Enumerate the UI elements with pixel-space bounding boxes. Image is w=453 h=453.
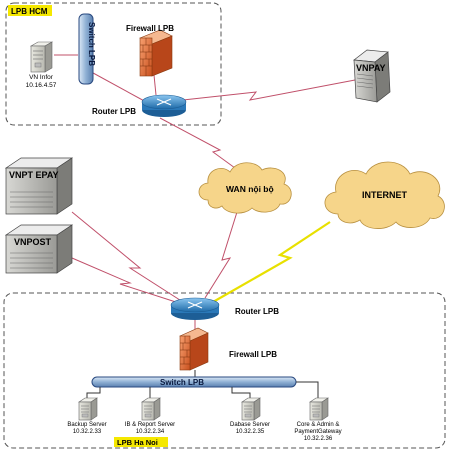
internet-cloud-icon xyxy=(324,161,445,229)
link-switch-router-hcm xyxy=(83,67,149,104)
network-links xyxy=(54,54,356,305)
server-ip: 10.32.2.34 xyxy=(136,429,165,435)
server-icon xyxy=(78,397,98,421)
hanoi-router-icon xyxy=(170,297,220,320)
server-icon xyxy=(141,397,161,421)
hanoi-switch-label: Switch LPB xyxy=(160,378,204,387)
vnpt-epay-label: VNPT EPAY xyxy=(9,170,59,180)
vnpay-label: VNPAY xyxy=(356,63,386,73)
link-wan-router xyxy=(204,211,238,299)
link-firewall-router-hcm xyxy=(153,74,157,96)
internet-cloud-label: INTERNET xyxy=(362,190,408,200)
wan-cloud-label: WAN nội bộ xyxy=(226,184,274,194)
vnpt-epay-server-icon xyxy=(4,157,74,215)
hcm-firewall-icon xyxy=(139,29,173,77)
hcm-switch-icon: Switch LPB xyxy=(78,13,96,85)
hcm-router-icon xyxy=(141,94,187,117)
hcm-server-ip: 10.16.4.57 xyxy=(26,82,57,89)
hanoi-router-label: Router LPB xyxy=(235,307,279,316)
link-router-vnpay xyxy=(182,79,356,101)
server-icon xyxy=(309,397,329,421)
hanoi-region-tag xyxy=(114,437,168,447)
link-internet-router xyxy=(212,221,331,303)
vnpost-server-icon xyxy=(4,224,74,274)
server-name: IB & Report Server xyxy=(125,422,175,428)
server-ip: 10.32.2.36 xyxy=(304,436,333,442)
link-vnpost-router xyxy=(71,257,183,305)
server-name: Dabase Server xyxy=(230,422,270,428)
vnpost-label: VNPOST xyxy=(14,237,52,247)
vnpay-server-icon xyxy=(353,49,391,103)
server-icon xyxy=(241,397,261,421)
link-router-wan xyxy=(159,117,236,169)
hcm-server-name: VN Infor xyxy=(29,74,54,81)
hcm-server-icon xyxy=(29,41,54,73)
hcm-region-border xyxy=(5,2,222,126)
hcm-region-label: LPB HCM xyxy=(11,7,48,16)
hanoi-switch-icon: Switch LPB xyxy=(91,376,297,388)
hanoi-region-label: LPB Ha Noi xyxy=(117,438,158,447)
hcm-switch-label: Switch LPB xyxy=(87,22,96,66)
server-name: Backup Server xyxy=(67,422,106,428)
server-name-line2: PaymentGateway xyxy=(294,429,341,435)
server-ip: 10.32.2.35 xyxy=(236,429,265,435)
server-connectors xyxy=(86,381,319,398)
hanoi-firewall-label: Firewall LPB xyxy=(229,350,277,359)
hcm-region-tag xyxy=(8,5,52,16)
hanoi-firewall-icon xyxy=(179,327,209,371)
server-name: Core & Admin & xyxy=(297,422,340,428)
hanoi-region-border xyxy=(3,292,446,449)
hcm-firewall-label: Firewall LPB xyxy=(126,24,174,33)
link-vnpt-router xyxy=(71,211,184,303)
hcm-router-label: Router LPB xyxy=(92,107,136,116)
server-ip: 10.32.2.33 xyxy=(73,429,102,435)
wan-cloud-icon xyxy=(198,162,292,214)
